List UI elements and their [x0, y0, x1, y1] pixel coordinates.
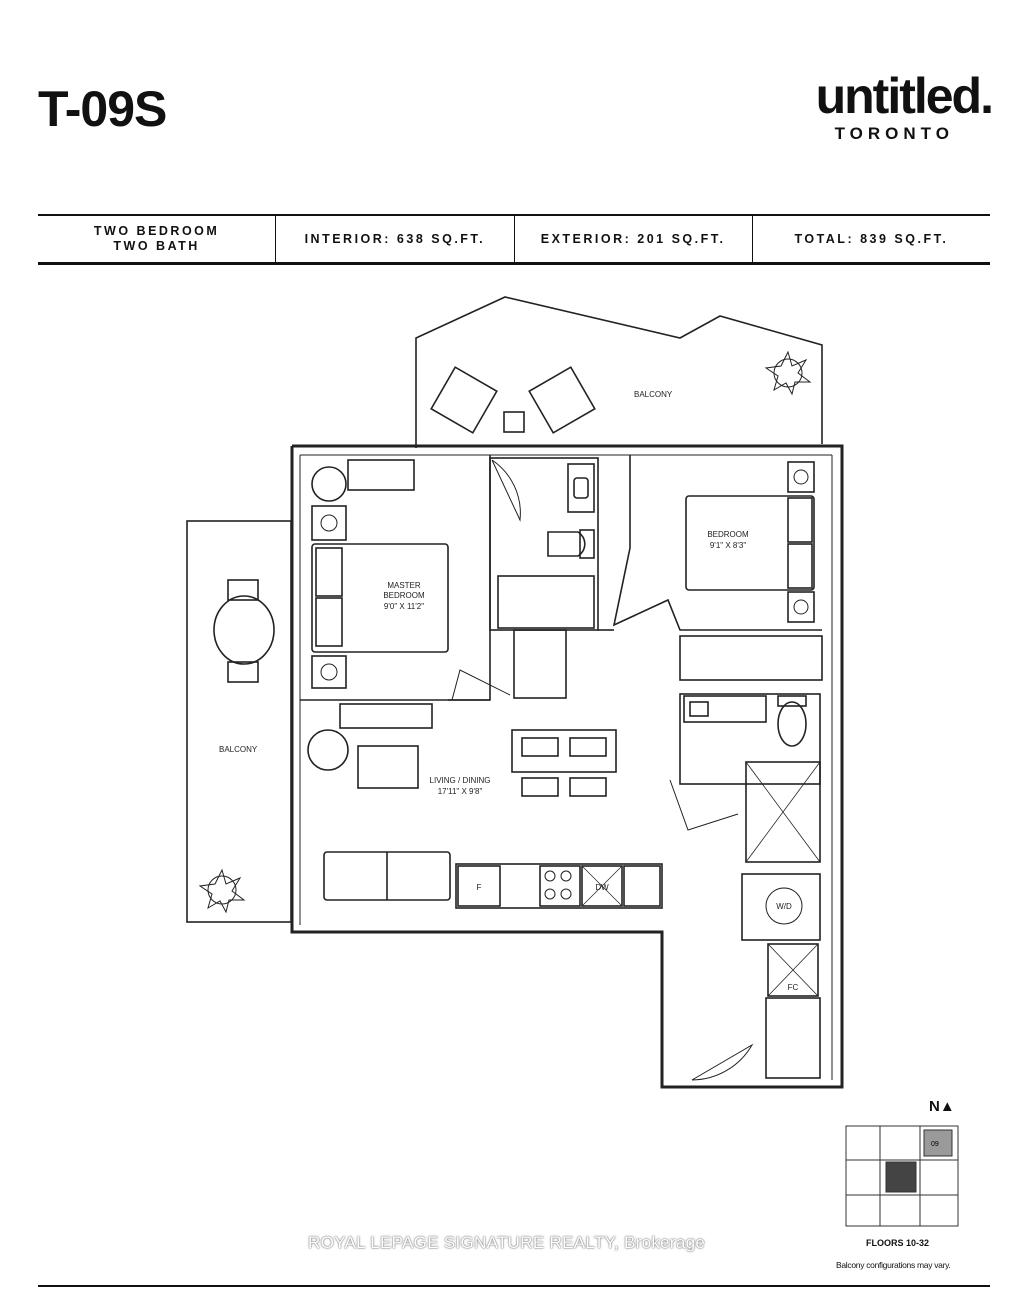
balcony-west-label: BALCONY: [219, 745, 258, 754]
balcony-note: Balcony configurations may vary.: [836, 1260, 951, 1270]
master-bedroom-wall: [300, 455, 491, 701]
bedroom-bed: [685, 495, 815, 591]
bedroom-label: BEDROOM: [707, 530, 749, 539]
dishwasher: [581, 865, 623, 907]
laundry-closet: [741, 873, 821, 941]
master-label-line1: MASTER: [387, 581, 421, 590]
fc-closet: [767, 943, 819, 997]
floors-label: FLOORS 10-32: [866, 1238, 930, 1248]
master-dims: 9'0" X 11'2": [384, 602, 424, 611]
spec-exterior: EXTERIOR: 201 SQ.FT.: [513, 216, 752, 262]
keyplan-unit-tag: 09: [931, 1141, 939, 1148]
bedroom-dims: 9'1" X 8'3": [710, 541, 746, 550]
balcony-table: [213, 595, 275, 665]
spec-type-line1: TWO BEDROOM: [93, 224, 220, 238]
fridge: [457, 865, 501, 907]
closet-label: FC: [788, 983, 799, 992]
shower: [745, 761, 821, 863]
master-bed: [311, 543, 449, 653]
spec-interior: INTERIOR: 638 SQ.FT.: [275, 216, 513, 262]
master-label-line2: BEDROOM: [383, 591, 425, 600]
north-arrow-icon: N▲: [929, 1098, 955, 1115]
stove: [539, 865, 581, 907]
dining-table: [511, 729, 617, 773]
brand-logo: untitled. TORONTO: [815, 68, 994, 144]
unit-code: T-09S: [38, 81, 167, 137]
fridge-label: F: [477, 883, 482, 892]
bathroom-1-wall: [489, 457, 599, 631]
bottom-rule: [38, 1285, 990, 1287]
watermark: ROYAL LEPAGE SIGNATURE REALTY, Brokerage: [308, 1233, 706, 1252]
spec-bar: TWO BEDROOM TWO BATH INTERIOR: 638 SQ.FT…: [38, 214, 990, 265]
spec-total: TOTAL: 839 SQ.FT.: [751, 216, 990, 262]
brand-name: untitled.: [815, 68, 994, 124]
north-balcony-outline: [415, 296, 823, 448]
dishwasher-label: DW: [595, 883, 609, 892]
balcony-north-label: BALCONY: [634, 390, 673, 399]
tv-unit: [339, 703, 433, 729]
spec-unit-type: TWO BEDROOM TWO BATH: [38, 216, 275, 262]
west-balcony-outline: [186, 520, 292, 923]
bathroom-2-wall: [679, 693, 821, 785]
living-label: LIVING / DINING: [430, 776, 491, 785]
bedroom-wall: [612, 547, 822, 631]
key-plan: [845, 1125, 959, 1227]
armchair: [307, 729, 349, 771]
plant-icon-north: [764, 350, 812, 396]
coffee-table: [357, 745, 419, 789]
kitchen-counter: [455, 863, 663, 909]
living-dims: 17'11" X 9'8": [438, 787, 483, 796]
washer-dryer-label: W/D: [776, 902, 792, 911]
exterior-wall: [290, 444, 844, 1089]
brand-city: TORONTO: [834, 124, 954, 143]
spec-type-line2: TWO BATH: [113, 239, 200, 253]
plant-icon-west: [198, 868, 246, 914]
